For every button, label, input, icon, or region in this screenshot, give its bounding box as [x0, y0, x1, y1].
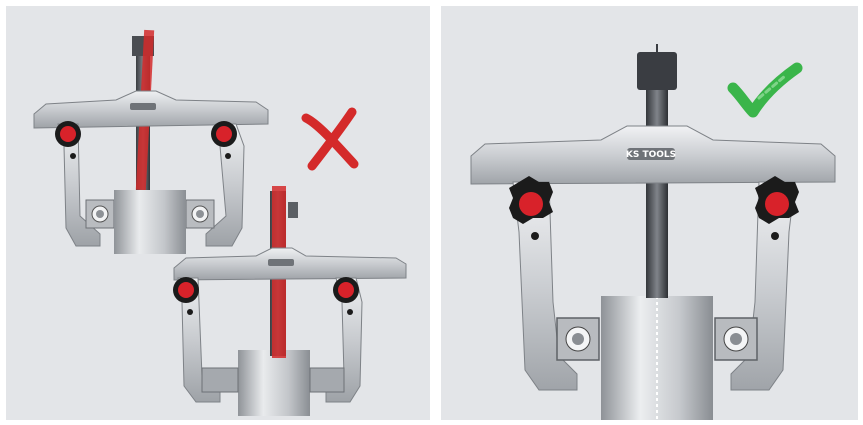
knob-right	[211, 121, 237, 147]
brand-logo-text: KS TOOLS	[626, 150, 676, 160]
pivot-bolt-left	[70, 153, 76, 159]
pivot-bolt-right	[771, 232, 779, 240]
checkmark-icon	[727, 62, 803, 118]
knob-left	[509, 176, 553, 224]
bearing-right	[309, 367, 345, 393]
panel-correct-usage: KS TOOLS	[441, 6, 858, 420]
knob-left	[173, 277, 199, 303]
shaft-cylinder	[238, 350, 310, 416]
jaw-right	[205, 123, 245, 247]
bearing-right	[185, 199, 215, 229]
panel-incorrect-usage	[6, 6, 430, 420]
jaw-left	[177, 277, 221, 403]
knob-right	[333, 277, 359, 303]
spindle-head	[637, 52, 677, 90]
brand-badge	[130, 103, 156, 110]
spindle	[646, 86, 668, 298]
bearing-left	[556, 317, 600, 361]
puller-tilted-bottom	[173, 186, 407, 416]
brand-badge	[268, 259, 294, 266]
pivot-bolt-left	[187, 309, 193, 315]
jaw-left	[512, 181, 578, 391]
bearing-left	[85, 199, 115, 229]
knob-right	[755, 176, 799, 224]
jaw-left	[57, 123, 101, 247]
pivot-bolt-left	[531, 232, 539, 240]
bearing-right	[714, 317, 758, 361]
spindle-head	[288, 202, 298, 218]
pivot-bolt-right	[347, 309, 353, 315]
incorrect-usage-illustration	[33, 29, 407, 416]
brand-badge: KS TOOLS	[626, 148, 676, 160]
bearing-left	[201, 367, 239, 393]
correct-usage-illustration: KS TOOLS	[470, 44, 836, 420]
shaft-cylinder	[114, 190, 186, 254]
puller-tilted-top	[33, 29, 269, 254]
pivot-bolt-right	[225, 153, 231, 159]
knob-left	[55, 121, 81, 147]
cross-icon	[301, 107, 359, 171]
